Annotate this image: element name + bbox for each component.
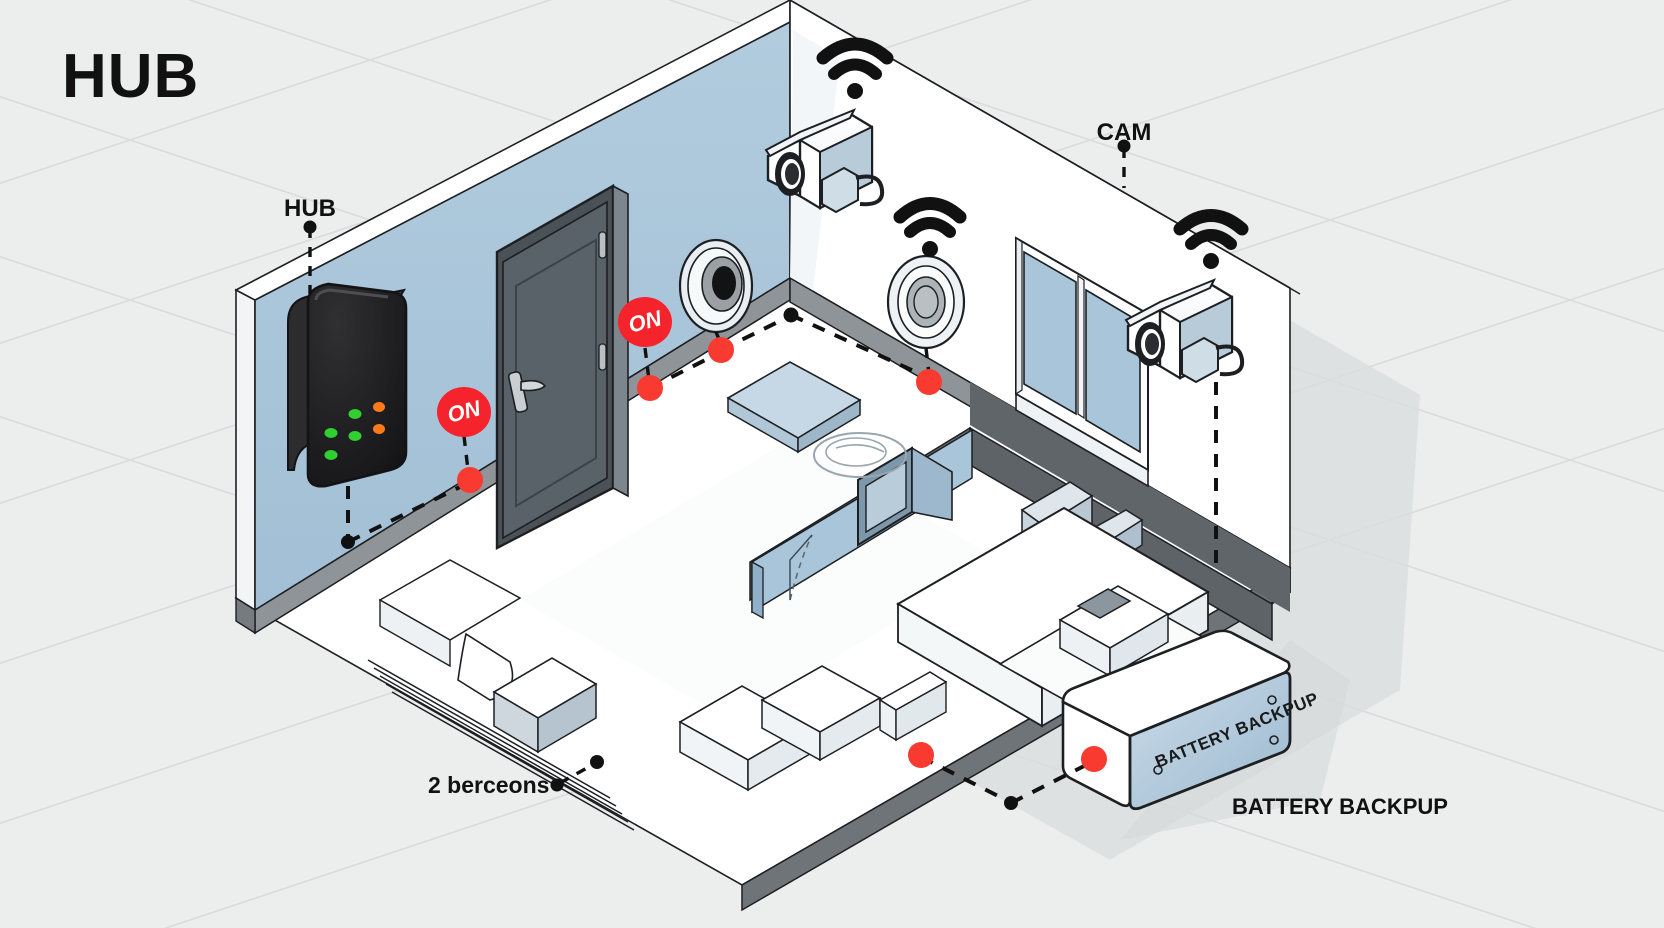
annotation-hub-label: HUB [284, 195, 336, 222]
security-camera-right[interactable] [1124, 278, 1245, 384]
security-camera-left[interactable] [764, 108, 885, 214]
status-badge-sensor-on: ON [618, 297, 672, 347]
wall-monitor [857, 446, 953, 547]
connection-dot [457, 467, 483, 493]
console-box [726, 361, 862, 454]
status-badge-hub-on: ON [437, 387, 491, 437]
nightstand [1058, 585, 1170, 678]
link-sensor2 [790, 313, 930, 380]
link-beacons [559, 762, 595, 785]
hub-leader-dot [303, 220, 317, 234]
annotation-beacons-label: 2 berceons [428, 772, 549, 798]
connection-dot [708, 337, 734, 363]
low-box-left [492, 657, 598, 754]
left-furniture [378, 559, 948, 792]
room-door[interactable] [495, 183, 629, 550]
hub-status-leds [324, 402, 385, 460]
floor-rug [813, 432, 907, 478]
smoke-sensor-wall[interactable] [886, 254, 966, 350]
hub-panel[interactable] [287, 282, 408, 488]
door-handle[interactable] [507, 371, 547, 413]
wifi-icon [1173, 209, 1249, 269]
connection-dot [916, 369, 942, 395]
cam-leader-dot [1117, 139, 1131, 153]
annotation-cam-label: CAM [1097, 119, 1152, 146]
link-battery-a [920, 755, 1011, 804]
floor-vent-strips [367, 659, 635, 831]
bed-furniture-group [367, 481, 1210, 831]
connection-dot [637, 375, 663, 401]
page-title: HUB [62, 42, 199, 111]
link-battery-b [1010, 759, 1095, 805]
connection-network [303, 139, 1218, 810]
connection-dot [1081, 746, 1107, 772]
motion-sensor-wall[interactable] [678, 238, 754, 334]
wifi-icon [816, 37, 894, 99]
connection-dot [908, 742, 934, 768]
wifi-icon [893, 197, 967, 257]
annotation-battery-label: BATTERY BACKPUP [1232, 794, 1448, 819]
room-window [1015, 236, 1149, 488]
